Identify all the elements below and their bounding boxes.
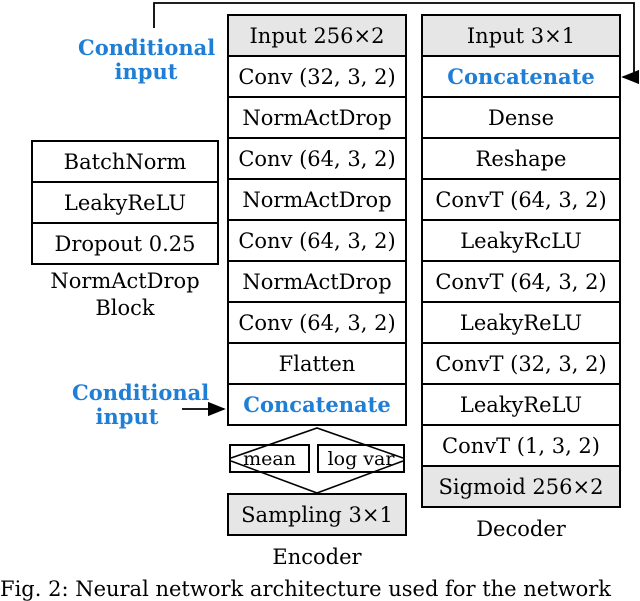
conditional-input-bottom-line2: input bbox=[95, 404, 159, 429]
block-layer-dropout: Dropout 0.25 bbox=[31, 222, 219, 265]
encoder-layer-input: Input 256×2 bbox=[227, 14, 407, 57]
encoder-layer-normactdrop3: NormActDrop bbox=[227, 260, 407, 303]
figure-caption: Fig. 2: Neural network architecture used… bbox=[0, 577, 612, 601]
encoder-title: Encoder bbox=[272, 545, 362, 569]
block-title-line1: NormActDrop bbox=[50, 269, 200, 293]
conditional-input-bottom-line1: Conditional bbox=[72, 380, 210, 405]
block-title-line2: Block bbox=[95, 296, 155, 320]
decoder-layer-leakyrelu1: LeakyRcLU bbox=[421, 219, 621, 262]
encoder-fork-top bbox=[230, 427, 404, 459]
conditional-input-top-line1: Conditional bbox=[78, 35, 216, 60]
conditional-top-arrow bbox=[153, 2, 640, 85]
decoder-layer-input: Input 3×1 bbox=[421, 14, 621, 57]
encoder-mean-box: mean bbox=[229, 444, 310, 473]
encoder-fork-bottom bbox=[230, 460, 404, 494]
decoder-layer-reshape: Reshape bbox=[421, 137, 621, 180]
encoder-layer-conv2: Conv (64, 3, 2) bbox=[227, 137, 407, 180]
encoder-layer-normactdrop2: NormActDrop bbox=[227, 178, 407, 221]
encoder-layer-normactdrop1: NormActDrop bbox=[227, 96, 407, 139]
decoder-layer-leakyrelu2: LeakyReLU bbox=[421, 301, 621, 344]
conditional-input-top-line2: input bbox=[114, 59, 178, 84]
encoder-layer-concatenate: Concatenate bbox=[227, 383, 407, 426]
encoder-layer-conv3: Conv (64, 3, 2) bbox=[227, 219, 407, 262]
encoder-logvar-box: log var bbox=[317, 444, 405, 473]
block-layer-leakyrelu: LeakyReLU bbox=[31, 181, 219, 224]
decoder-title: Decoder bbox=[476, 517, 566, 541]
decoder-layer-concatenate: Concatenate bbox=[421, 55, 621, 98]
decoder-layer-dense: Dense bbox=[421, 96, 621, 139]
encoder-layer-conv4: Conv (64, 3, 2) bbox=[227, 301, 407, 344]
encoder-layer-flatten: Flatten bbox=[227, 342, 407, 385]
decoder-layer-sigmoid: Sigmoid 256×2 bbox=[421, 465, 621, 508]
encoder-layer-sampling: Sampling 3×1 bbox=[227, 493, 407, 536]
decoder-layer-convt1: ConvT (64, 3, 2) bbox=[421, 178, 621, 221]
